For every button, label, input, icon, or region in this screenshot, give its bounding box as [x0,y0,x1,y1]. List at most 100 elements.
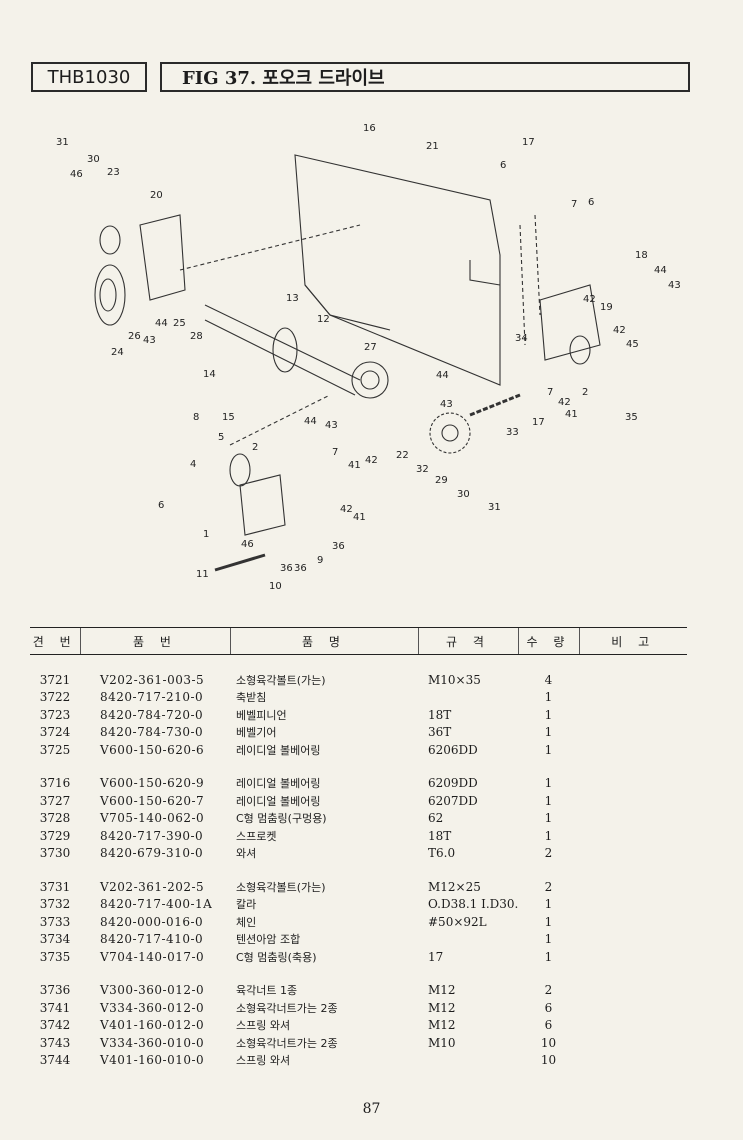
cell-part-no: 8420-717-210-0 [100,690,204,705]
cell-key-no: 3716 [39,776,71,791]
cell-part-name: 베벨피니언 [236,708,287,722]
callout: 23 [107,167,120,178]
callout: 8 [193,412,199,423]
cell-part-no: V401-160-012-0 [100,1018,205,1033]
cell-remarks [579,810,687,828]
callout: 15 [222,412,235,423]
cell-spec [418,1052,518,1070]
cell-remarks [579,982,687,1000]
cell-part-name: 레이디얼 볼베어링 [236,777,321,791]
cell-part-name: 레이디얼 볼베어링 [236,794,321,808]
cell-spec: 18T [428,828,452,843]
cell-part-name: 와셔 [236,847,257,861]
cell-key-no: 3727 [39,793,71,808]
cell-remarks [579,913,687,931]
callout: 20 [150,190,163,201]
callout: 42 [583,294,596,305]
cell-key-no: 3724 [39,725,71,740]
cell-key-no: 3731 [39,879,71,894]
model-label: THB1030 [31,62,147,92]
callout: 41 [565,409,578,420]
cell-spec: T6.0 [428,846,456,861]
hub-13 [272,327,298,373]
cell-qty: 1 [544,914,553,929]
cell-qty: 1 [544,742,553,757]
cell-part-name: 스프링 와셔 [236,1019,291,1033]
cell-part-name: 텐션아암 조합 [236,933,301,947]
callout: 44 [654,265,667,276]
col-header-spec: 규 격 [417,627,518,655]
cell-part-name: 소형육각너트가는 2종 [236,1001,338,1015]
cell-part-no: 8420-679-310-0 [100,846,204,861]
cell-part-name: 소형육각너트가는 2종 [236,1036,338,1050]
cell-part-name: C형 멈춤링(축용) [236,950,317,964]
cell-remarks [579,689,687,707]
cell-qty: 1 [544,690,553,705]
callout: 44 [155,318,168,329]
page-number: 87 [362,1101,381,1117]
cell-qty: 1 [544,811,553,826]
cell-remarks [579,878,687,896]
cell-spec: M10×35 [428,672,481,687]
cell-key-no: 3742 [39,1018,71,1033]
col-header-qty: 수 량 [517,627,579,655]
cell-part-no: V600-150-620-9 [100,776,205,791]
cell-part-no: V334-360-012-0 [100,1000,205,1015]
cell-part-no: V401-160-010-0 [100,1053,205,1068]
bracket-plate [539,284,601,361]
callout: 13 [286,293,299,304]
callout: 19 [600,302,613,313]
cell-spec: M12 [428,1000,456,1015]
table-header-row: 견 번 품 번 품 명 규 격 수 량 비 고 [30,627,687,655]
cell-spec: M12 [428,1018,456,1033]
cell-remarks [579,1052,687,1070]
callout: 36 [332,541,345,552]
cell-key-no: 3721 [39,672,71,687]
group-spacer [30,862,687,878]
frame-plate [294,154,501,386]
callout: 27 [364,342,377,353]
cell-remarks [579,999,687,1017]
col-header-key-no: 견 번 [30,627,80,655]
callout-labels: 31 30 46 23 20 16 21 17 6 7 6 18 44 43 1… [56,123,681,592]
cell-part-no: V600-150-620-6 [100,742,205,757]
callout: 32 [416,464,429,475]
callout: 42 [613,325,626,336]
cell-key-no: 3735 [39,949,71,964]
bolt-11 [214,553,266,572]
sprocket [429,412,471,454]
callout: 2 [582,387,588,398]
callout: 22 [396,450,409,461]
cell-qty: 10 [540,1035,557,1050]
callout: 34 [515,333,528,344]
callout: 43 [143,335,156,346]
group-spacer [30,966,687,982]
cell-spec: 6206DD [428,742,478,757]
callout: 17 [532,417,545,428]
cell-key-no: 3741 [39,1000,71,1015]
cell-qty: 1 [544,725,553,740]
callout: 42 [365,455,378,466]
figure-title-text: FIG 37. 포오크 드라이브 [182,68,385,89]
callout: 6 [500,160,506,171]
callout: 30 [87,154,100,165]
bearing-housing [139,214,186,301]
group-spacer [30,655,687,672]
diagram-canvas: 31 30 46 23 20 16 21 17 6 7 6 18 44 43 1… [56,123,681,592]
callout: 44 [304,416,317,427]
cell-key-no: 3729 [39,828,71,843]
group-spacer [30,759,687,775]
cell-part-name: 스프링 와셔 [236,1054,291,1068]
cell-qty: 6 [544,1018,553,1033]
cell-key-no: 3744 [39,1053,71,1068]
cell-remarks [579,896,687,914]
cell-spec: 17 [428,949,444,964]
callout: 31 [488,502,501,513]
col-header-part-name: 품 명 [229,627,418,655]
callout: 17 [522,137,535,148]
